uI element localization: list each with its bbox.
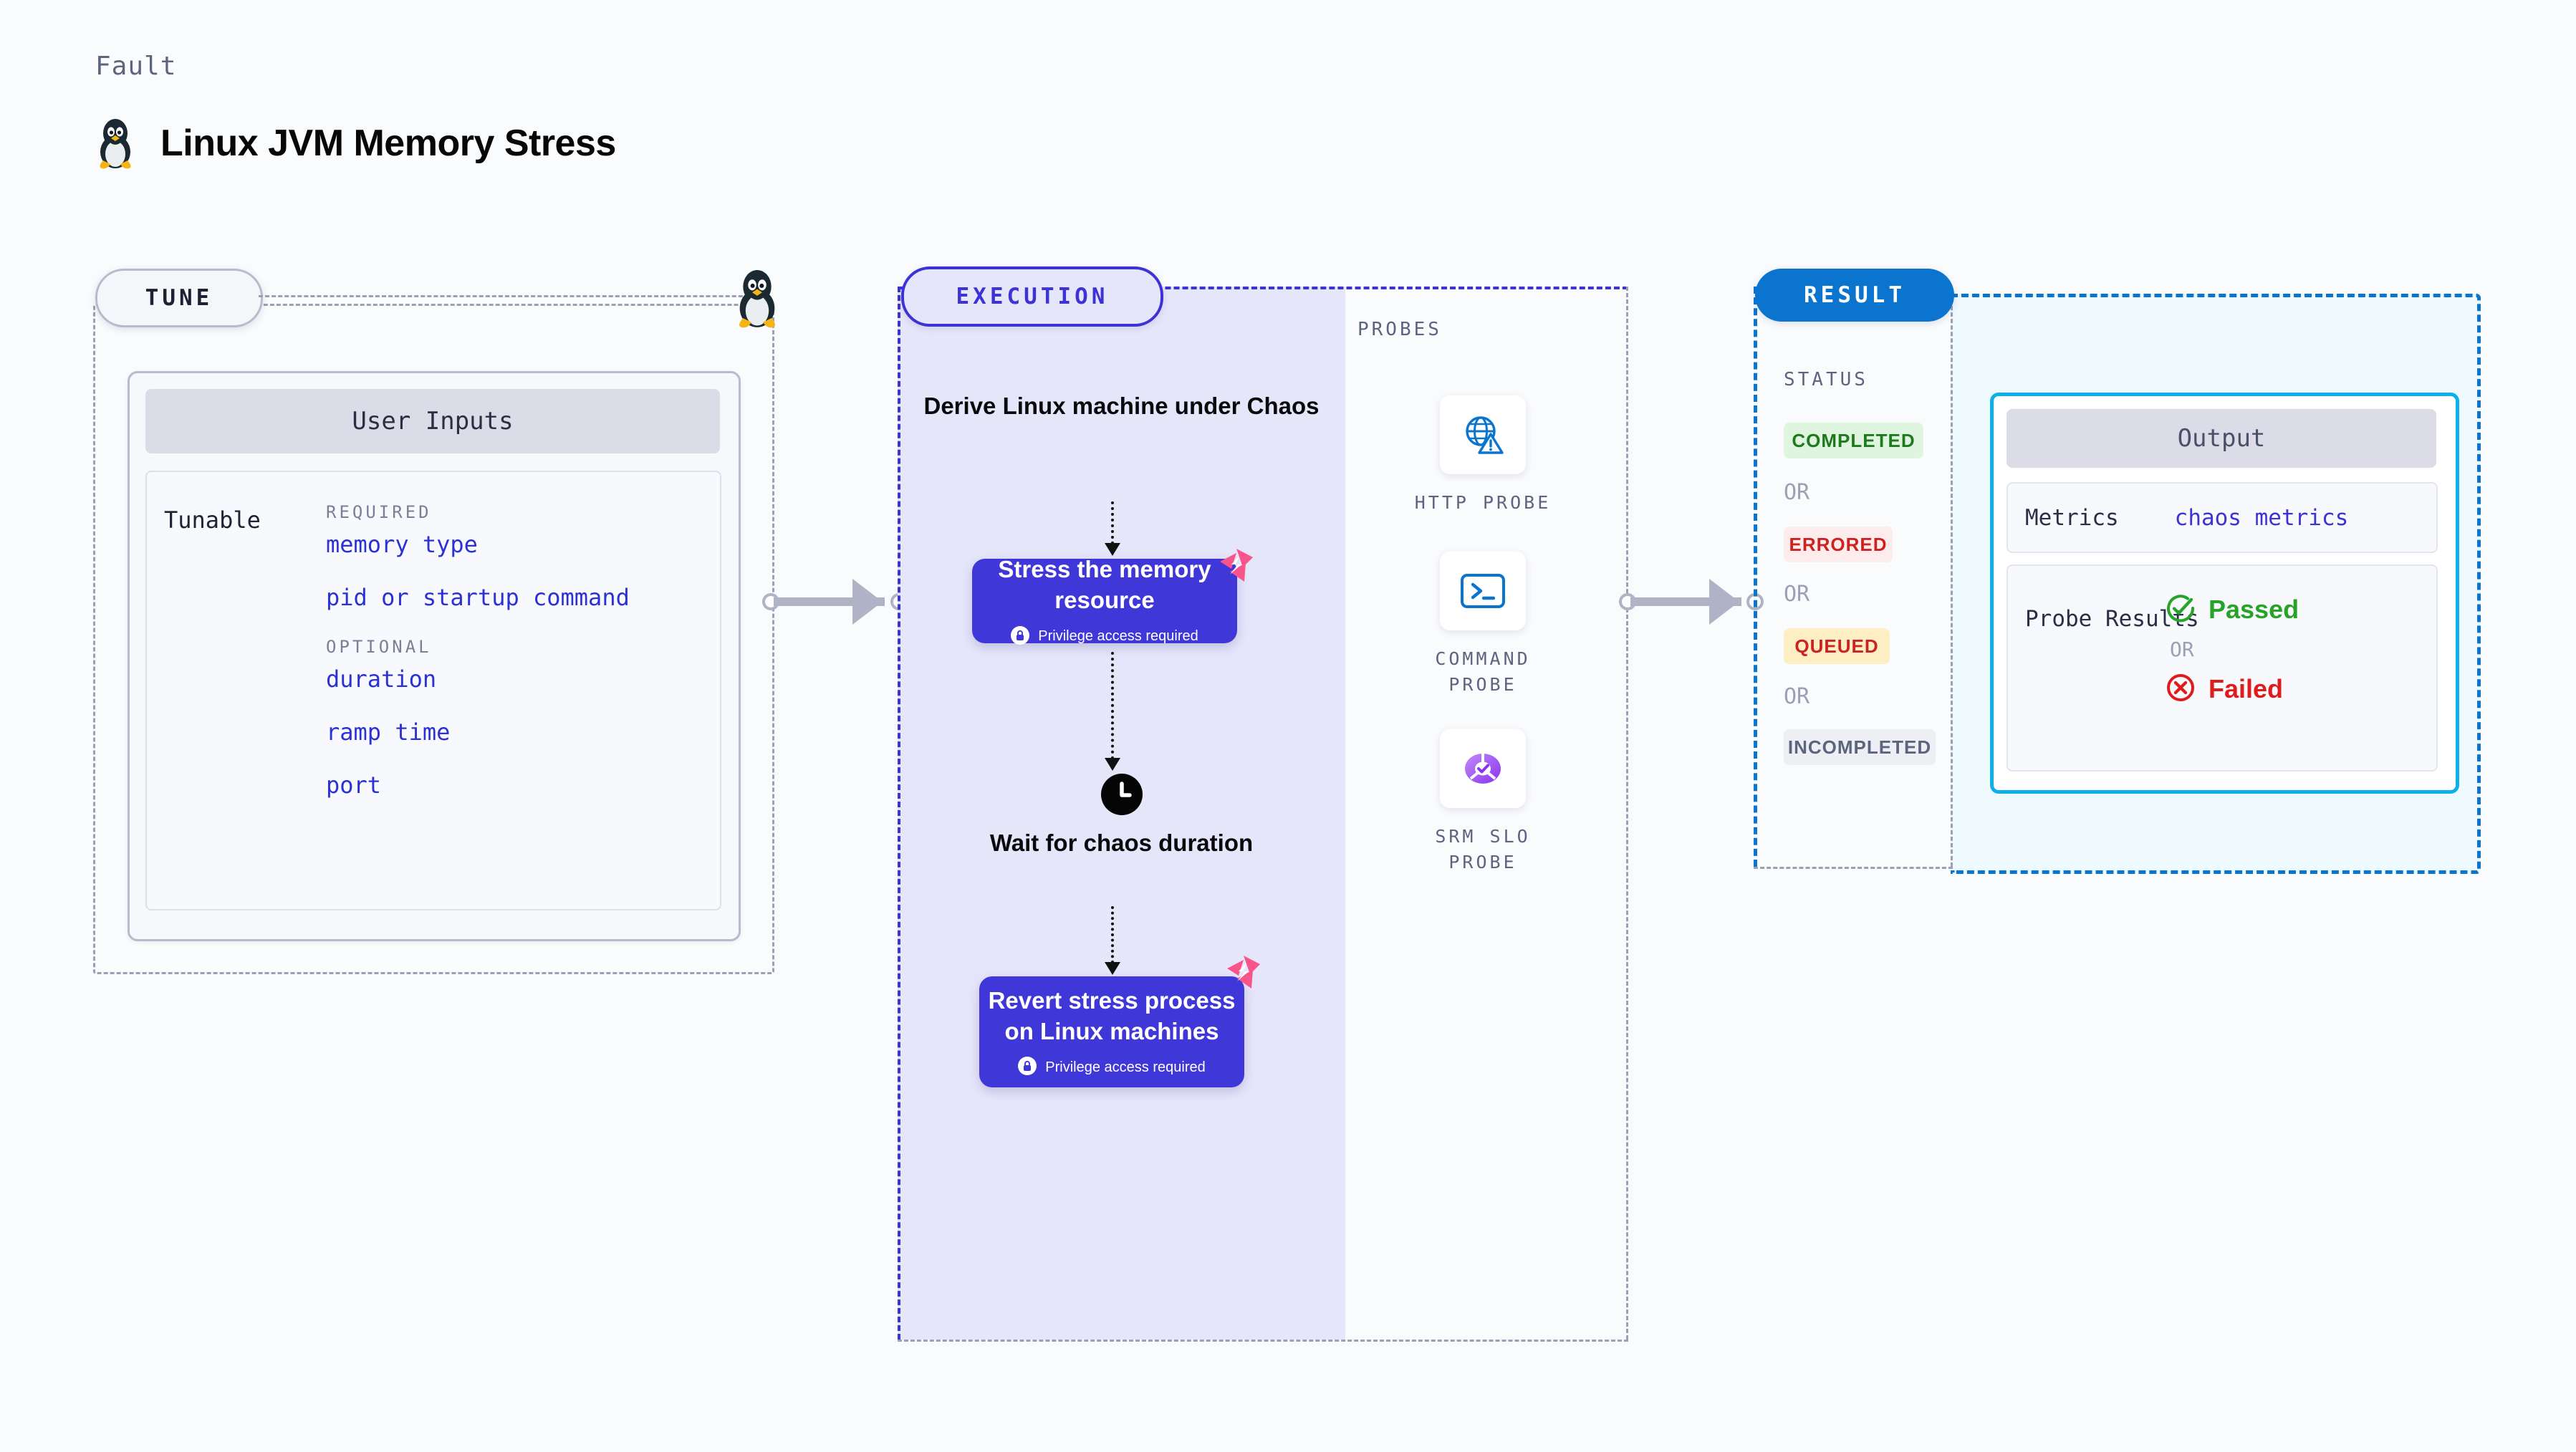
page-title: Linux JVM Memory Stress [160,122,616,164]
probe-result-failed-label: Failed [2209,674,2284,703]
probe-http-label: HTTP PROBE [1414,492,1552,513]
probe-http[interactable]: HTTP PROBE [1397,395,1569,516]
tunable-list: REQUIRED memory type pid or startup comm… [326,492,630,824]
flow-arrow [1111,652,1114,759]
execution-pill[interactable]: EXECUTION [901,266,1163,327]
flow-arrow [1111,501,1114,544]
tunable-item-duration[interactable]: duration [326,665,437,693]
tune-panel [93,304,774,974]
revert-step-title: Revert stress process on Linux machines [988,986,1236,1044]
tunable-item-pid-or-startup-command[interactable]: pid or startup command [326,584,630,611]
clock-icon [1101,774,1143,815]
output-card: Output Metrics chaos metrics Probe Resul… [1990,393,2459,794]
status-label: STATUS [1784,369,1868,390]
linux-penguin-icon [731,265,783,328]
tune-pill[interactable]: TUNE [95,269,263,327]
tunable-item-memory-type[interactable]: memory type [326,531,478,558]
tunable-item-port[interactable]: port [326,771,382,799]
metrics-label: Metrics [2025,504,2119,531]
user-inputs-title: User Inputs [145,389,720,453]
harness-logo-icon [1223,953,1264,994]
privilege-badge: Privilege access required [1011,625,1198,648]
status-or-label: OR [1784,480,1810,505]
status-badge-incompleted: INCOMPLETED [1784,729,1936,765]
execution-step-derive: Derive Linux machine under Chaos [923,393,1320,419]
stress-step-title: Stress the memory resource [998,556,1211,613]
tunable-item-ramp-time[interactable]: ramp time [326,718,451,746]
tunable-card: Tunable REQUIRED memory type pid or star… [145,471,721,910]
status-or-label: OR [1784,582,1810,607]
globe-warning-icon [1440,395,1526,474]
metrics-value[interactable]: chaos metrics [2174,504,2349,531]
probe-command[interactable]: COMMAND PROBE [1397,552,1569,698]
probe-result-or-label: OR [2170,638,2194,661]
probes-right-border [1626,287,1628,1340]
privilege-badge: Privilege access required [1018,1057,1206,1078]
probes-bottom-border [898,1340,1628,1342]
probe-result-failed: Failed [2166,673,2299,706]
flow-arrowhead [1105,543,1120,556]
execution-step-wait: Wait for chaos duration [989,830,1254,856]
result-left-border [1754,287,1757,867]
probe-result-passed-label: Passed [2209,595,2299,624]
probe-srm-slo-label: SRM SLO PROBE [1435,826,1531,873]
terminal-icon [1440,552,1526,630]
execution-step-revert-card[interactable]: Revert stress process on Linux machines … [979,976,1244,1087]
privilege-text: Privilege access required [1045,1059,1206,1075]
probe-results-label: Probe Results [2025,606,2199,632]
privilege-text: Privilege access required [1038,628,1198,645]
flow-arrowhead [1105,758,1120,771]
tune-top-connector [259,295,769,297]
lock-icon [1011,625,1030,648]
check-circle-icon [2166,593,2196,626]
execution-step-stress-card[interactable]: Stress the memory resource Privilege acc… [972,556,1237,645]
linux-penguin-icon [93,115,138,172]
status-column-right-border [1951,287,1953,867]
status-badge-completed: COMPLETED [1784,423,1923,458]
fault-eyebrow-label: Fault [95,52,177,81]
lock-icon [1018,1057,1037,1078]
flow-arrow [1111,906,1114,963]
connector-arrowhead [1709,579,1739,625]
execution-top-border [898,287,1628,289]
probe-srm-slo[interactable]: SRM SLO PROBE [1397,729,1569,876]
probe-command-label: COMMAND PROBE [1435,648,1531,696]
metrics-row: Metrics chaos metrics [2007,482,2438,553]
probe-results-values: Passed OR Failed [2166,593,2299,706]
status-column-bottom-border [1754,867,1953,869]
probes-section-label: PROBES [1357,319,1442,340]
output-title: Output [2007,409,2436,468]
execution-left-border [898,287,900,1340]
status-or-label: OR [1784,684,1810,709]
tunable-label: Tunable [164,506,261,534]
harness-logo-icon [1216,546,1257,587]
status-badge-errored: ERRORED [1784,527,1893,562]
status-badge-queued: QUEUED [1784,628,1890,664]
tunable-group-heading-optional: OPTIONAL [326,637,432,657]
user-inputs-card: User Inputs Tunable REQUIRED memory type… [128,371,741,941]
probe-result-passed: Passed [2166,593,2299,626]
slo-donut-check-icon [1440,729,1526,808]
tunable-group-heading-required: REQUIRED [326,502,432,522]
page-title-row: Linux JVM Memory Stress [93,115,616,172]
connector-arrowhead [852,579,883,625]
x-circle-icon [2166,673,2196,706]
flow-arrowhead [1105,962,1120,975]
result-pill[interactable]: RESULT [1755,269,1954,322]
probe-results-row: Probe Results Passed OR [2007,564,2438,771]
